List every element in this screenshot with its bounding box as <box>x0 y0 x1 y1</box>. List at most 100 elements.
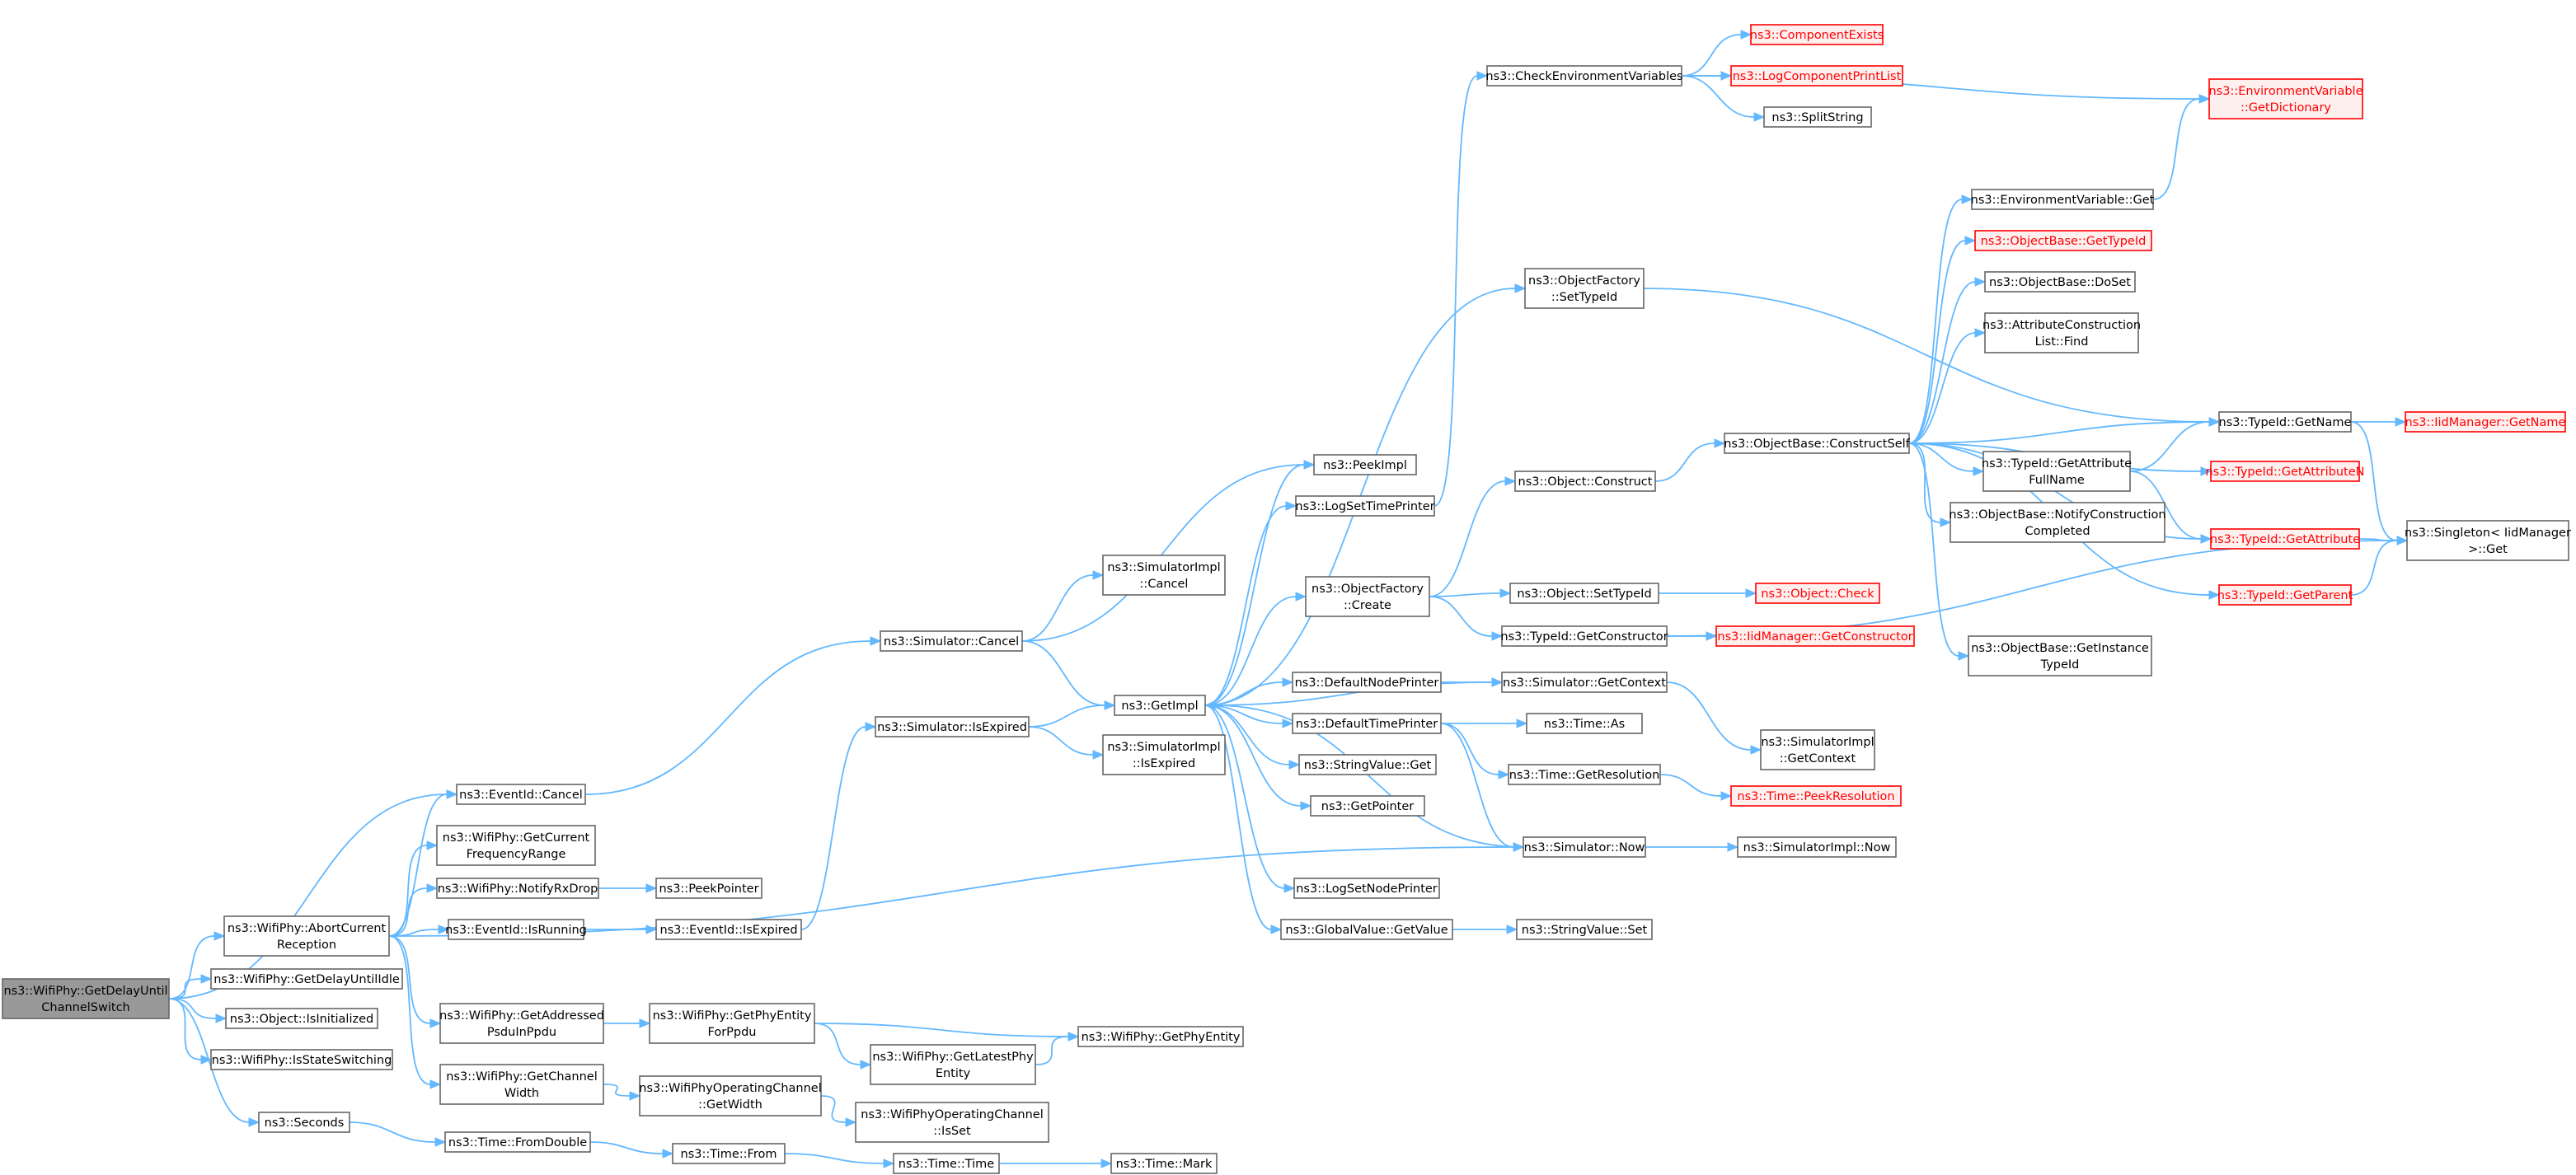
node-log-set-time-printer[interactable]: ns3::LogSetTimePrinter <box>1295 495 1435 517</box>
node-obj-base-get-type-id[interactable]: ns3::ObjectBase::GetTypeId <box>1974 230 2152 251</box>
node-label: ns3::WifiPhy::GetDelayUntilIdle <box>213 973 400 986</box>
node-time-time[interactable]: ns3::Time::Time <box>893 1153 1000 1174</box>
node-def-node-printer[interactable]: ns3::DefaultNodePrinter <box>1292 672 1442 693</box>
node-label: Reception <box>277 939 336 952</box>
node-env-var-get[interactable]: ns3::EnvironmentVariable::Get <box>1971 189 2155 210</box>
node-obj-fact-create[interactable]: ns3::ObjectFactory::Create <box>1305 576 1430 617</box>
node-sim-impl-get-context[interactable]: ns3::SimulatorImpl::GetContext <box>1760 729 1875 770</box>
node-peek-pointer[interactable]: ns3::PeekPointer <box>655 878 762 899</box>
node-obj-set-type-id[interactable]: ns3::Object::SetTypeId <box>1509 583 1659 604</box>
node-op-ch-get-width[interactable]: ns3::WifiPhyOperatingChannel::GetWidth <box>639 1075 822 1116</box>
node-str-val-set[interactable]: ns3::StringValue::Set <box>1516 919 1653 940</box>
node-ev-is-expired[interactable]: ns3::EventId::IsExpired <box>655 919 802 940</box>
call-edge-get-impl-to-obj-fact-create <box>1204 592 1307 706</box>
node-sim-impl-cancel[interactable]: ns3::SimulatorImpl::Cancel <box>1102 555 1226 596</box>
node-obj-base-construct-self[interactable]: ns3::ObjectBase::ConstructSelf <box>1724 433 1911 454</box>
node-type-id-get-name[interactable]: ns3::TypeId::GetName <box>2218 411 2352 433</box>
node-sim-impl-is-expired[interactable]: ns3::SimulatorImpl::IsExpired <box>1102 734 1226 775</box>
call-edge-ev-is-running-to-ev-is-expired <box>583 925 658 934</box>
node-get-pointer[interactable]: ns3::GetPointer <box>1310 795 1425 817</box>
node-time-peek-res[interactable]: ns3::Time::PeekResolution <box>1730 785 1902 807</box>
node-sim-now[interactable]: ns3::Simulator::Now <box>1523 836 1646 858</box>
node-label: ns3::WifiPhy::GetPhyEntity <box>1082 1031 1241 1044</box>
node-sim-is-expired[interactable]: ns3::Simulator::IsExpired <box>875 716 1030 737</box>
call-edge-def-time-printer-to-time-as <box>1441 719 1528 728</box>
node-label: ns3::IidManager::GetName <box>2405 416 2566 429</box>
node-singleton-get[interactable]: ns3::Singleton< IidManager >::Get <box>2405 520 2571 561</box>
node-get-delay-idle[interactable]: ns3::WifiPhy::GetDelayUntilIdle <box>210 968 403 990</box>
node-log-comp-print-list[interactable]: ns3::LogComponentPrintList <box>1730 65 1903 87</box>
node-label: Entity <box>936 1067 971 1080</box>
node-label: ns3::ObjectFactory <box>1311 583 1424 596</box>
call-edge-sim-cancel-to-sim-impl-cancel <box>1021 570 1105 642</box>
node-time-get-res[interactable]: ns3::Time::GetResolution <box>1508 764 1661 785</box>
node-label: FullName <box>2029 474 2085 487</box>
node-global-val-get-value[interactable]: ns3::GlobalValue::GetValue <box>1280 919 1453 940</box>
node-get-impl[interactable]: ns3::GetImpl <box>1114 695 1206 716</box>
node-label: ns3::Object::SetTypeId <box>1517 588 1651 601</box>
node-time-as[interactable]: ns3::Time::As <box>1526 713 1643 734</box>
node-label: ns3::SplitString <box>1771 111 1863 124</box>
node-sim-get-context[interactable]: ns3::Simulator::GetContext <box>1501 672 1668 693</box>
node-obj-check[interactable]: ns3::Object::Check <box>1755 583 1880 604</box>
node-str-val-get[interactable]: ns3::StringValue::Get <box>1298 754 1437 775</box>
call-edge-abort-to-get-addr-psdu <box>388 935 442 1028</box>
node-obj-base-do-set[interactable]: ns3::ObjectBase::DoSet <box>1984 271 2136 293</box>
node-seconds[interactable]: ns3::Seconds <box>258 1112 350 1133</box>
node-label: ns3::DefaultTimePrinter <box>1296 718 1438 731</box>
node-label: ns3::WifiPhy::IsStateSwitching <box>212 1054 392 1067</box>
node-type-id-get-ctor[interactable]: ns3::TypeId::GetConstructor <box>1500 625 1668 647</box>
node-obj-is-init[interactable]: ns3::Object::IsInitialized <box>225 1008 378 1029</box>
call-edge-obj-base-construct-self-to-env-var-get <box>1908 194 1973 444</box>
node-time-from-double[interactable]: ns3::Time::FromDouble <box>444 1131 591 1153</box>
node-obj-fact-set-type-id[interactable]: ns3::ObjectFactory::SetTypeId <box>1524 268 1645 309</box>
node-label: ns3::Simulator::Cancel <box>884 635 1019 648</box>
node-time-from[interactable]: ns3::Time::From <box>672 1143 786 1164</box>
node-sim-cancel[interactable]: ns3::Simulator::Cancel <box>880 630 1023 652</box>
call-edge-get-addr-psdu-to-get-phy-ent-for-ppdu <box>603 1018 651 1028</box>
node-check-env-vars[interactable]: ns3::CheckEnvironmentVariables <box>1485 65 1683 87</box>
node-label: ns3::StringValue::Get <box>1304 759 1432 772</box>
node-peek-impl[interactable]: ns3::PeekImpl <box>1313 454 1417 475</box>
node-ev-cancel[interactable]: ns3::EventId::Cancel <box>456 784 586 805</box>
node-obj-construct[interactable]: ns3::Object::Construct <box>1514 470 1656 492</box>
node-label: ns3::GlobalValue::GetValue <box>1285 924 1448 937</box>
call-edge-obj-base-construct-self-to-attr-constr-list-find <box>1908 328 1987 444</box>
node-iid-mgr-get-name[interactable]: ns3::IidManager::GetName <box>2405 411 2566 433</box>
node-sim-impl-now[interactable]: ns3::SimulatorImpl::Now <box>1737 836 1897 858</box>
node-obj-base-notify-constr[interactable]: ns3::ObjectBase::NotifyConstructionCompl… <box>1949 502 2166 543</box>
node-op-ch-is-set[interactable]: ns3::WifiPhyOperatingChannel::IsSet <box>855 1102 1049 1143</box>
node-split-string[interactable]: ns3::SplitString <box>1763 106 1872 128</box>
node-get-phy-entity[interactable]: ns3::WifiPhy::GetPhyEntity <box>1077 1026 1244 1047</box>
call-edge-get-impl-to-peek-impl <box>1204 460 1316 706</box>
node-ev-is-running[interactable]: ns3::EventId::IsRunning <box>445 919 587 940</box>
node-iid-mgr-get-ctor[interactable]: ns3::IidManager::GetConstructor <box>1715 625 1915 647</box>
node-env-var-get-dict[interactable]: ns3::EnvironmentVariable::GetDictionary <box>2208 78 2363 119</box>
node-log-set-node-printer[interactable]: ns3::LogSetNodePrinter <box>1293 878 1440 899</box>
node-type-id-get-attr-n[interactable]: ns3::TypeId::GetAttributeN <box>2205 461 2365 482</box>
node-is-state-sw[interactable]: ns3::WifiPhy::IsStateSwitching <box>210 1049 393 1070</box>
node-type-id-get-parent[interactable]: ns3::TypeId::GetParent <box>2217 584 2353 606</box>
node-label: ns3::WifiPhy::GetAddressed <box>439 1009 604 1023</box>
node-def-time-printer[interactable]: ns3::DefaultTimePrinter <box>1292 713 1442 734</box>
call-edge-root-to-is-state-sw <box>168 998 213 1065</box>
call-edge-abort-to-notify-rx-drop <box>388 883 439 937</box>
call-edge-op-ch-get-width-to-op-ch-is-set <box>820 1095 857 1127</box>
call-edge-root-to-seconds <box>168 998 260 1127</box>
node-type-id-get-attr[interactable]: ns3::TypeId::GetAttribute <box>2210 528 2360 550</box>
node-comp-exists[interactable]: ns3::ComponentExists <box>1750 24 1884 45</box>
node-time-mark[interactable]: ns3::Time::Mark <box>1110 1153 1218 1174</box>
call-edge-obj-fact-set-type-id-to-type-id-get-name <box>1643 288 2221 427</box>
node-notify-rx-drop[interactable]: ns3::WifiPhy::NotifyRxDrop <box>436 878 599 899</box>
